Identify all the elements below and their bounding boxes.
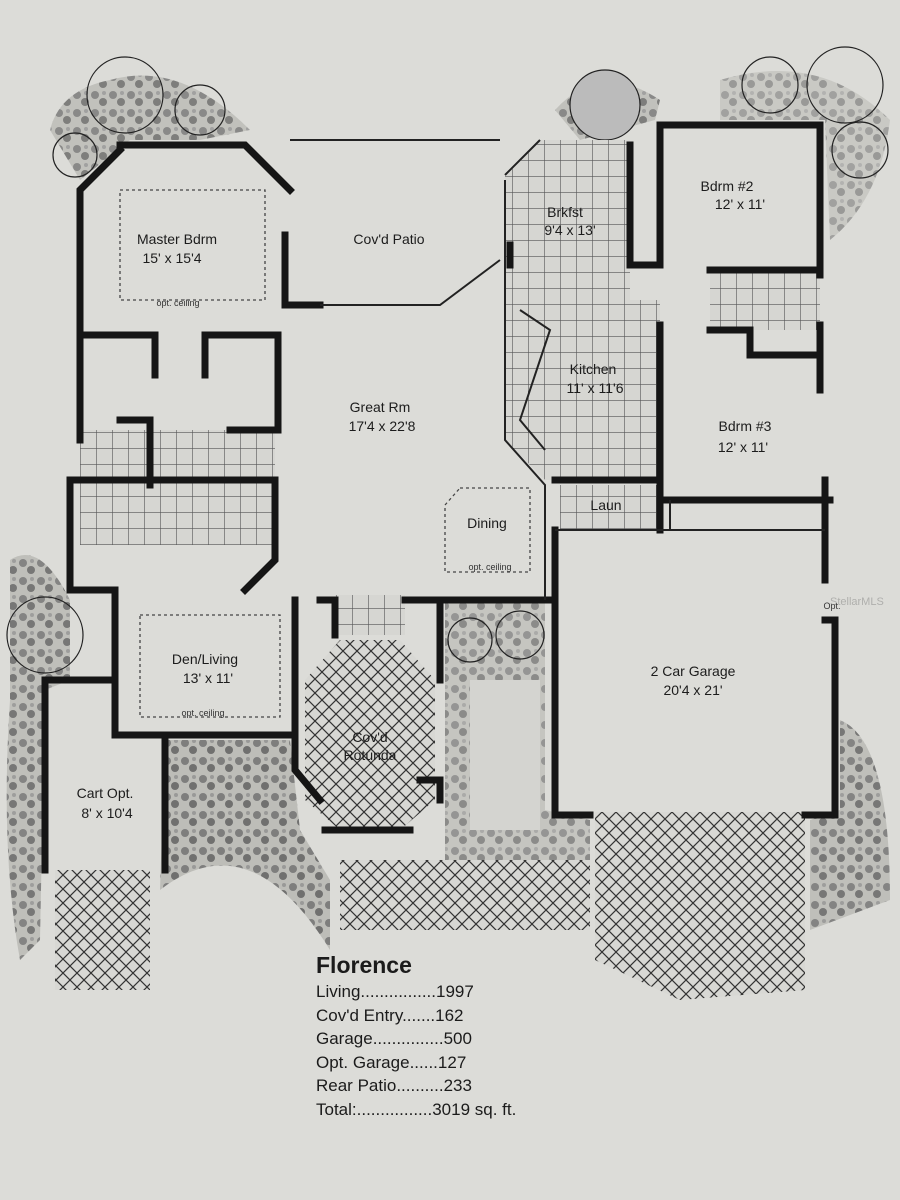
- svg-text:Opt.: Opt.: [823, 601, 840, 611]
- svg-text:Dining: Dining: [467, 515, 507, 531]
- watermark: StellarMLS: [830, 596, 884, 608]
- svg-text:Brkfst: Brkfst: [547, 204, 583, 220]
- summary-label: Living: [316, 982, 361, 1001]
- summary-row: Living................1997: [316, 980, 516, 1004]
- summary-row: Opt. Garage......127: [316, 1051, 516, 1075]
- svg-text:Master Bdrm: Master Bdrm: [137, 231, 217, 247]
- svg-text:Bdrm #2: Bdrm #2: [701, 178, 754, 194]
- summary-value: 500: [443, 1029, 472, 1048]
- rotunda-floor: [305, 640, 435, 830]
- svg-text:20'4 x 21': 20'4 x 21': [663, 682, 722, 698]
- summary-label: Total:: [316, 1099, 357, 1119]
- room-covd-patio: Cov'd Patio: [353, 231, 424, 247]
- optional-ceiling-outlines: [119, 189, 531, 718]
- room-great-rm: Great Rm 17'4 x 22'8: [349, 399, 416, 434]
- room-master-bdrm: Master Bdrm 15' x 15'4 opt. ceiling: [137, 231, 217, 308]
- floor-finishes: [55, 140, 820, 1000]
- room-garage: 2 Car Garage 20'4 x 21' Opt.: [651, 601, 841, 698]
- leader-dots: ...............: [372, 1029, 444, 1048]
- leader-dots: ................: [356, 1099, 433, 1119]
- svg-text:Cart Opt.: Cart Opt.: [77, 785, 134, 801]
- summary-row: Total:................3019 sq. ft.: [316, 1098, 516, 1122]
- area-summary: Florence Living................1997 Cov'…: [316, 950, 516, 1121]
- summary-value: 127: [437, 1052, 467, 1072]
- svg-text:8' x 10'4: 8' x 10'4: [81, 805, 132, 821]
- svg-text:Kitchen: Kitchen: [570, 361, 617, 377]
- summary-row: Cov'd Entry.......162: [316, 1004, 516, 1028]
- svg-text:Bdrm #3: Bdrm #3: [719, 418, 772, 434]
- svg-text:Great Rm: Great Rm: [350, 399, 411, 415]
- plan-title: Florence: [316, 952, 412, 978]
- room-laun: Laun: [590, 497, 621, 513]
- svg-text:2 Car Garage: 2 Car Garage: [651, 663, 736, 679]
- summary-row: Garage...............500: [316, 1027, 516, 1051]
- room-den-living: Den/Living 13' x 11' opt. ceiling: [172, 651, 238, 718]
- svg-text:Den/Living: Den/Living: [172, 651, 238, 667]
- leader-dots: ................: [360, 982, 436, 1001]
- svg-text:opt. ceiling: opt. ceiling: [156, 298, 199, 308]
- room-bdrm-2: Bdrm #2 12' x 11': [701, 178, 766, 212]
- landscaping: [6, 46, 890, 960]
- svg-text:12' x 11': 12' x 11': [715, 196, 765, 212]
- summary-label: Rear Patio: [316, 1076, 397, 1095]
- room-rotunda: Cov'd Rotunda: [344, 729, 397, 763]
- summary-value: 1997: [436, 982, 474, 1001]
- svg-text:15' x 15'4: 15' x 15'4: [142, 250, 201, 266]
- svg-text:opt. ceiling: opt. ceiling: [181, 708, 224, 718]
- summary-value: 162: [435, 1005, 464, 1025]
- svg-text:opt. ceiling: opt. ceiling: [468, 562, 511, 572]
- driveway: [595, 812, 805, 1000]
- svg-text:Cov'd: Cov'd: [352, 729, 387, 745]
- svg-text:11' x 11'6: 11' x 11'6: [567, 380, 624, 396]
- summary-label: Cov'd Entry: [316, 1005, 403, 1025]
- room-kitchen: Kitchen 11' x 11'6: [567, 361, 624, 396]
- svg-text:Rotunda: Rotunda: [344, 747, 397, 763]
- summary-label: Opt. Garage: [316, 1052, 410, 1072]
- svg-text:9'4 x 13': 9'4 x 13': [544, 222, 595, 238]
- room-brkfst: Brkfst 9'4 x 13': [544, 204, 595, 238]
- room-cart: Cart Opt. 8' x 10'4: [77, 785, 134, 821]
- svg-text:17'4 x 22'8: 17'4 x 22'8: [349, 418, 416, 434]
- summary-label: Garage: [316, 1029, 373, 1048]
- summary-value: 3019 sq. ft.: [432, 1099, 517, 1119]
- leader-dots: .......: [402, 1005, 436, 1025]
- summary-value: 233: [443, 1076, 472, 1095]
- leader-dots: ......: [409, 1052, 438, 1072]
- summary-row: Rear Patio..........233: [316, 1074, 516, 1098]
- svg-text:12' x 11': 12' x 11': [718, 439, 768, 455]
- walls: [41, 121, 839, 874]
- room-bdrm-3: Bdrm #3 12' x 11': [718, 418, 772, 455]
- svg-text:13' x 11': 13' x 11': [183, 670, 233, 686]
- leader-dots: ..........: [396, 1076, 444, 1095]
- room-labels: Master Bdrm 15' x 15'4 opt. ceiling Cov'…: [77, 178, 841, 821]
- room-dining: Dining opt. ceiling: [467, 515, 511, 572]
